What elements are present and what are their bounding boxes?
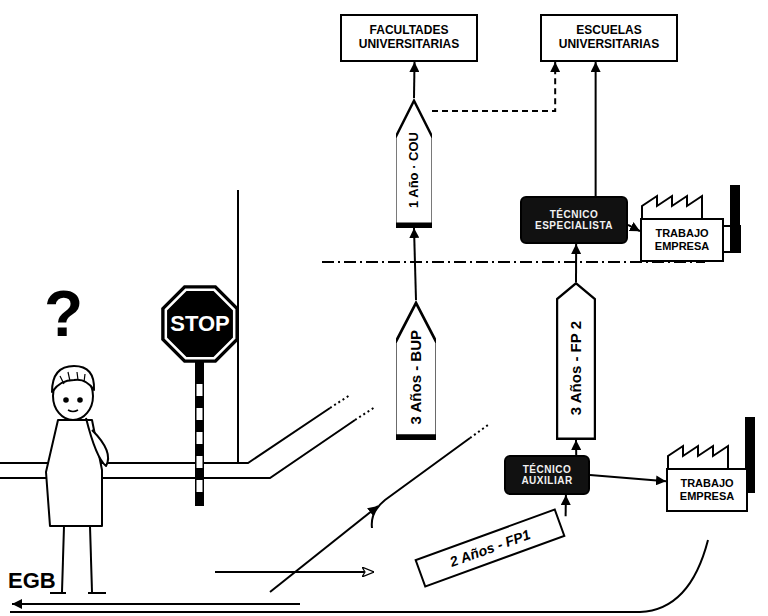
path-arrow	[270, 506, 378, 592]
stage-strip: 2 Años - FP1	[414, 508, 565, 587]
flow-connector	[565, 495, 567, 516]
node-text: ESCUELAS UNIVERSITARIAS	[548, 24, 670, 52]
road-edge	[470, 425, 488, 438]
pole-stripe	[197, 432, 203, 444]
destination-box: ESCUELAS UNIVERSITARIAS	[540, 14, 678, 62]
boy-mouth	[68, 410, 78, 412]
boy-leg	[90, 526, 92, 592]
boy-leg	[62, 526, 64, 592]
arrow-outline	[396, 303, 435, 437]
node-text: 3 Años - BUP	[407, 330, 424, 424]
octagon-border	[166, 290, 234, 358]
arrow-outline	[396, 101, 431, 226]
stage-arrow: 3 Años - FP 2	[556, 282, 596, 440]
flow-connector	[590, 475, 666, 481]
question-mark: ?	[44, 282, 83, 346]
road-lines	[0, 190, 708, 612]
node-text: TRABAJO EMPRESA	[648, 227, 716, 252]
factory-chimney	[731, 186, 739, 252]
flow-connector	[432, 62, 555, 111]
pole	[195, 362, 204, 506]
stop-pole	[195, 362, 204, 506]
flow-connector	[595, 62, 597, 196]
hair-lines	[60, 372, 85, 384]
path-arrow	[215, 571, 374, 573]
level-label: EGB	[8, 570, 56, 592]
node-text: 3 Años - FP 2	[567, 321, 584, 415]
boy-eye	[64, 398, 68, 402]
node-text: TÉCNICO ESPECIALISTA	[526, 209, 622, 232]
boy-figure	[46, 366, 108, 593]
road-edge	[10, 540, 708, 612]
flow-connector	[628, 225, 640, 231]
qualification-box: TÉCNICO AUXILIAR	[504, 455, 590, 495]
work-box: TRABAJO EMPRESA	[666, 468, 748, 512]
factory-roof	[642, 196, 702, 218]
pole-stripe	[197, 456, 203, 468]
road-edge	[355, 407, 375, 420]
destination-box: FACULTADES UNIVERSITARIAS	[340, 14, 478, 62]
node-text: 1 Año · COU	[407, 132, 422, 208]
boy-hair	[52, 366, 94, 392]
node-text: 2 Años - FP1	[448, 526, 533, 570]
egb-arrow	[12, 603, 300, 605]
boy-eye	[78, 398, 82, 402]
pole-stripe	[197, 384, 203, 396]
node-text: FACULTADES UNIVERSITARIAS	[348, 24, 470, 52]
road-edge	[372, 438, 470, 528]
flow-connector	[575, 244, 577, 282]
work-box: TRABAJO EMPRESA	[640, 218, 724, 262]
arrow-outline	[557, 283, 595, 439]
octagon-outline	[161, 285, 239, 363]
node-text: TÉCNICO AUXILIAR	[510, 464, 584, 487]
stop-sign: STOP	[158, 282, 242, 366]
qualification-box: TÉCNICO ESPECIALISTA	[520, 196, 628, 244]
factory-roof	[668, 446, 728, 468]
stage-arrow: 1 Año · COU	[396, 98, 432, 228]
node-text: STOP	[170, 311, 230, 336]
boy-foot	[88, 592, 106, 594]
flow-connector	[413, 62, 416, 98]
node-text: TRABAJO EMPRESA	[674, 477, 740, 502]
stage-arrow: 3 Años - BUP	[396, 300, 436, 440]
boy-arm	[86, 418, 108, 466]
pole-stripe	[197, 408, 203, 420]
flow-connector	[414, 228, 416, 300]
boy-foot	[50, 592, 66, 594]
road-edge	[330, 395, 350, 408]
flow-connector	[575, 440, 577, 455]
pole-stripe	[197, 480, 203, 492]
